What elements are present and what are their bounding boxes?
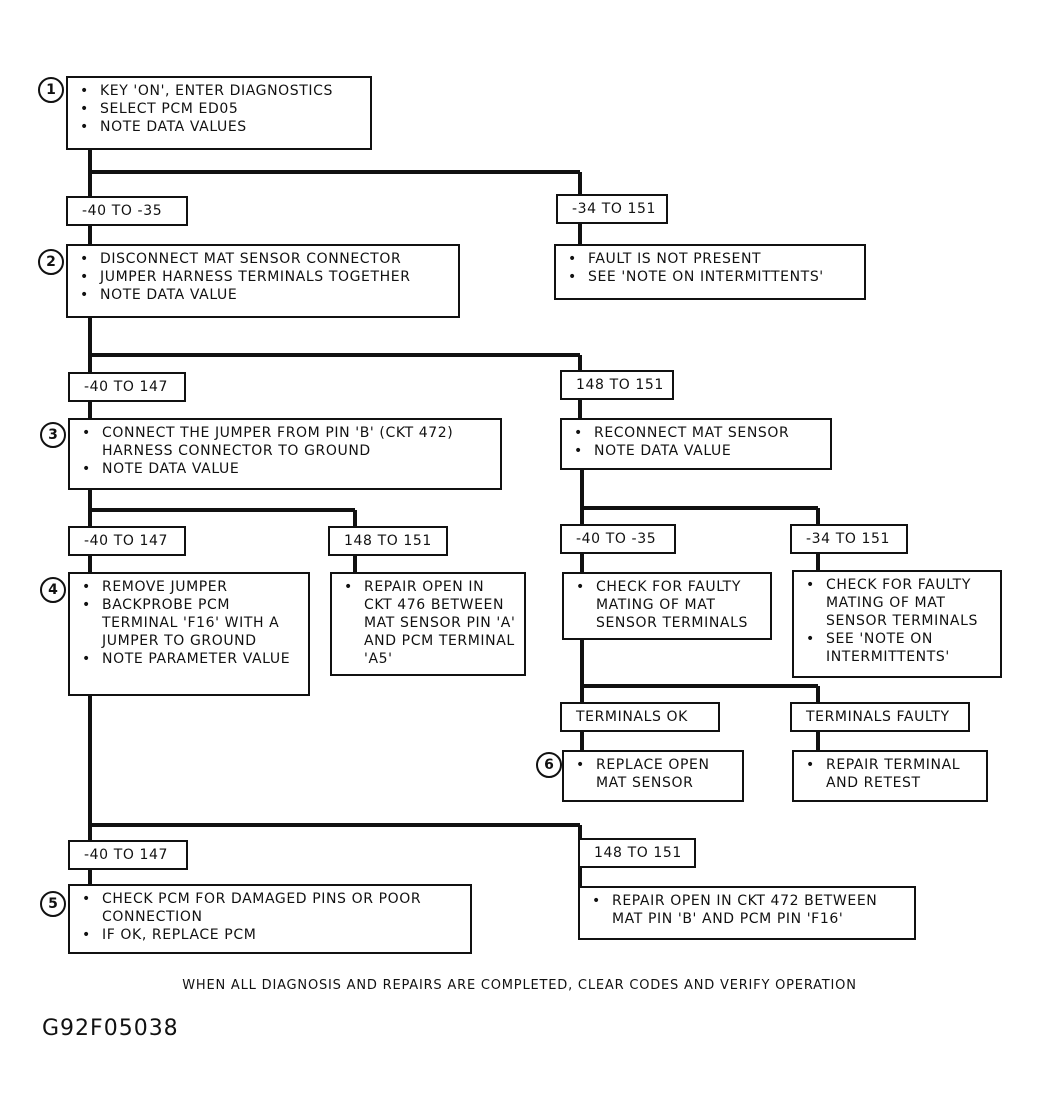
- step-2-item: JUMPER HARNESS TERMINALS TOGETHER: [76, 268, 450, 286]
- step-4-item: NOTE PARAMETER VALUE: [78, 650, 300, 668]
- fault-not-present-box: FAULT IS NOT PRESENT SEE 'NOTE ON INTERM…: [554, 244, 866, 300]
- step-5-item: IF OK, REPLACE PCM: [78, 926, 462, 944]
- step-6-item: REPLACE OPEN MAT SENSOR: [572, 756, 734, 792]
- repair-terminal-box: REPAIR TERMINAL AND RETEST: [792, 750, 988, 802]
- step-3-item: CONNECT THE JUMPER FROM PIN 'B' (CKT 472…: [78, 424, 492, 460]
- step-4-box: REMOVE JUMPER BACKPROBE PCM TERMINAL 'F1…: [68, 572, 310, 696]
- reconnect-item: RECONNECT MAT SENSOR: [570, 424, 822, 442]
- step-2-box: DISCONNECT MAT SENSOR CONNECTOR JUMPER H…: [66, 244, 460, 318]
- completion-note: WHEN ALL DIAGNOSIS AND REPAIRS ARE COMPL…: [182, 978, 857, 993]
- step-1-box: KEY 'ON', ENTER DIAGNOSTICS SELECT PCM E…: [66, 76, 372, 150]
- branch-label: -40 TO 147: [68, 840, 188, 870]
- step-number-6: 6: [536, 752, 562, 778]
- branch-label: 148 TO 151: [578, 838, 696, 868]
- repair-terminal-item: REPAIR TERMINAL AND RETEST: [802, 756, 978, 792]
- step-4-item: BACKPROBE PCM TERMINAL 'F16' WITH A JUMP…: [78, 596, 300, 650]
- step-3-item: NOTE DATA VALUE: [78, 460, 492, 478]
- branch-label: -40 TO 147: [68, 372, 186, 402]
- step-1-item: NOTE DATA VALUES: [76, 118, 362, 136]
- step-2-item: NOTE DATA VALUE: [76, 286, 450, 304]
- step-3-box: CONNECT THE JUMPER FROM PIN 'B' (CKT 472…: [68, 418, 502, 490]
- step-number-4: 4: [40, 577, 66, 603]
- branch-label: -40 TO -35: [560, 524, 676, 554]
- branch-label: 148 TO 151: [328, 526, 448, 556]
- branch-label: -34 TO 151: [556, 194, 668, 224]
- step-number-2: 2: [38, 249, 64, 275]
- step-4-item: REMOVE JUMPER: [78, 578, 300, 596]
- repair-item: REPAIR OPEN IN CKT 476 BETWEEN MAT SENSO…: [340, 578, 516, 668]
- branch-label: TERMINALS OK: [560, 702, 720, 732]
- repair-472-item: REPAIR OPEN IN CKT 472 BETWEEN MAT PIN '…: [588, 892, 906, 928]
- repair-ckt-476-box: REPAIR OPEN IN CKT 476 BETWEEN MAT SENSO…: [330, 572, 526, 676]
- step-5-item: CHECK PCM FOR DAMAGED PINS OR POOR CONNE…: [78, 890, 462, 926]
- branch-label: -40 TO -35: [66, 196, 188, 226]
- check-item: SEE 'NOTE ON INTERMITTENTS': [802, 630, 992, 666]
- step-1-item: SELECT PCM ED05: [76, 100, 362, 118]
- branch-label: -40 TO 147: [68, 526, 186, 556]
- fault-item: SEE 'NOTE ON INTERMITTENTS': [564, 268, 856, 286]
- reconnect-item: NOTE DATA VALUE: [570, 442, 822, 460]
- step-5-box: CHECK PCM FOR DAMAGED PINS OR POOR CONNE…: [68, 884, 472, 954]
- branch-label: TERMINALS FAULTY: [790, 702, 970, 732]
- figure-code: G92F05038: [42, 1016, 179, 1041]
- step-2-item: DISCONNECT MAT SENSOR CONNECTOR: [76, 250, 450, 268]
- step-number-1: 1: [38, 77, 64, 103]
- repair-ckt-472-box: REPAIR OPEN IN CKT 472 BETWEEN MAT PIN '…: [578, 886, 916, 940]
- step-1-item: KEY 'ON', ENTER DIAGNOSTICS: [76, 82, 362, 100]
- fault-item: FAULT IS NOT PRESENT: [564, 250, 856, 268]
- branch-label: 148 TO 151: [560, 370, 674, 400]
- check-item: CHECK FOR FAULTY MATING OF MAT SENSOR TE…: [572, 578, 762, 632]
- reconnect-mat-sensor-box: RECONNECT MAT SENSOR NOTE DATA VALUE: [560, 418, 832, 470]
- check-item: CHECK FOR FAULTY MATING OF MAT SENSOR TE…: [802, 576, 992, 630]
- step-number-3: 3: [40, 422, 66, 448]
- step-6-box: REPLACE OPEN MAT SENSOR: [562, 750, 744, 802]
- step-number-5: 5: [40, 891, 66, 917]
- branch-label: -34 TO 151: [790, 524, 908, 554]
- check-mating-box-2: CHECK FOR FAULTY MATING OF MAT SENSOR TE…: [792, 570, 1002, 678]
- check-mating-box-1: CHECK FOR FAULTY MATING OF MAT SENSOR TE…: [562, 572, 772, 640]
